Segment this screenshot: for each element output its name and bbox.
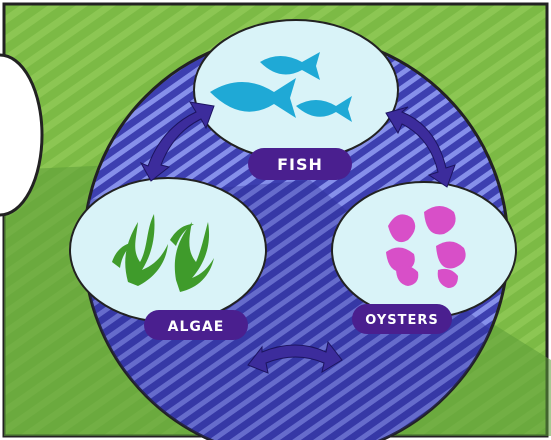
oysters-label: OYSTERS — [365, 313, 439, 328]
algae-label: ALGAE — [168, 319, 225, 335]
fish-label: FISH — [277, 155, 323, 174]
